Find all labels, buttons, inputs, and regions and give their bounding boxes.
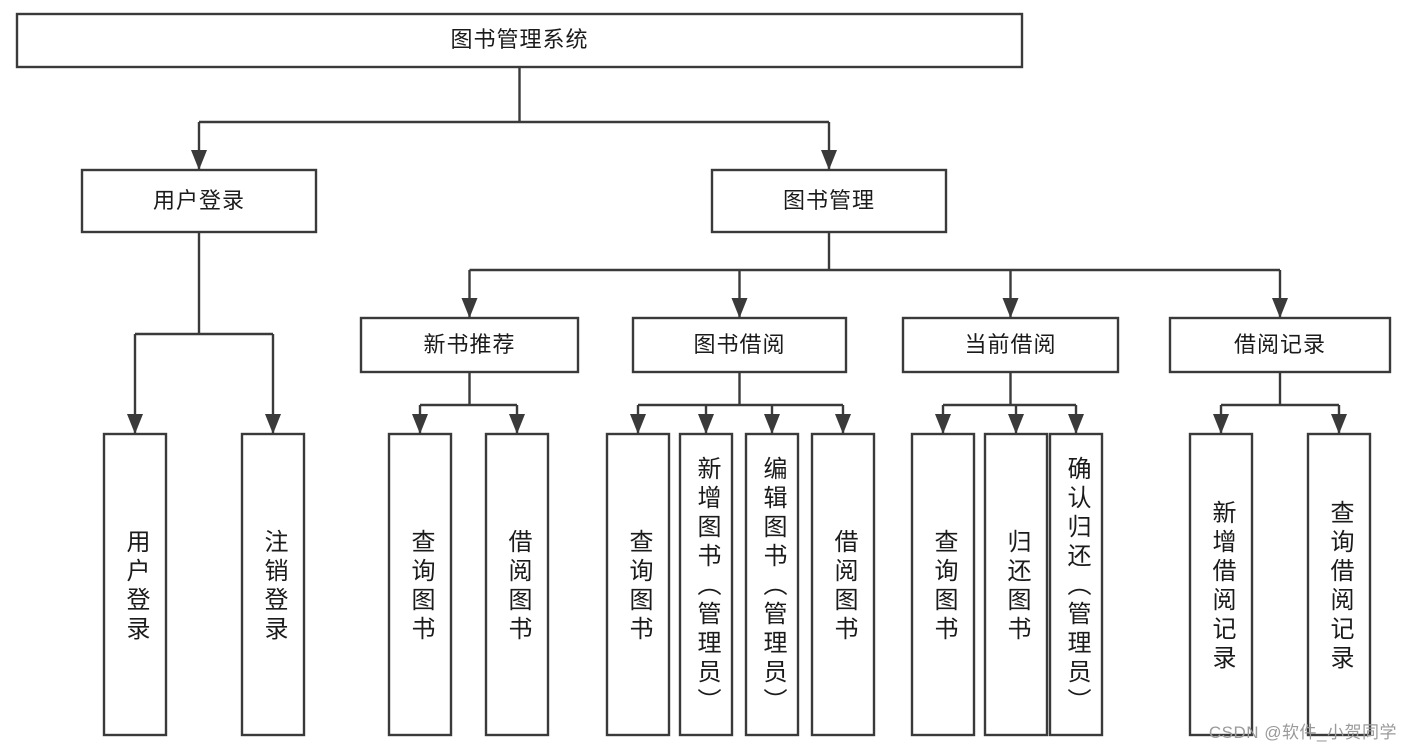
arrow-head-leaf_12 xyxy=(1331,414,1347,434)
arrow-head-leaf_8 xyxy=(935,414,951,434)
node-box-leaf_0 xyxy=(102,432,168,737)
arrow-head-leaf_3 xyxy=(509,414,525,434)
connector-lines-layer xyxy=(127,67,1347,434)
node-box-leaf_1 xyxy=(240,432,306,737)
node-box-l2_1 xyxy=(710,168,948,234)
node-box-l3_1 xyxy=(631,316,848,374)
arrow-head-leaf_10 xyxy=(1068,414,1084,434)
node-box-l3_0 xyxy=(359,316,580,374)
arrow-head-leaf_6 xyxy=(764,414,780,434)
arrow-head-l3_1 xyxy=(731,298,748,318)
arrow-head-l2_1 xyxy=(821,150,837,170)
node-box-leaf_7 xyxy=(810,432,876,737)
arrow-head-l3_2 xyxy=(1002,298,1019,318)
arrow-head-leaf_5 xyxy=(698,414,714,434)
node-box-leaf_2 xyxy=(387,432,453,737)
node-box-leaf_12 xyxy=(1306,432,1372,737)
node-box-leaf_4 xyxy=(605,432,671,737)
arrow-head-leaf_0 xyxy=(127,414,143,434)
arrow-head-l3_3 xyxy=(1272,298,1288,318)
arrow-head-leaf_9 xyxy=(1008,414,1024,434)
arrow-head-leaf_2 xyxy=(412,414,428,434)
node-box-leaf_10 xyxy=(1048,432,1104,737)
node-box-leaf_6 xyxy=(744,432,800,737)
node-box-leaf_9 xyxy=(983,432,1049,737)
node-box-leaf_5 xyxy=(678,432,734,737)
arrow-head-l2_0 xyxy=(191,150,207,170)
arrow-head-leaf_7 xyxy=(835,414,851,434)
node-box-l2_0 xyxy=(80,168,318,234)
node-box-l3_3 xyxy=(1168,316,1392,374)
node-box-leaf_11 xyxy=(1188,432,1254,737)
watermark-text: CSDN @软件_小贺同学 xyxy=(1208,723,1397,742)
arrow-head-l3_0 xyxy=(461,298,478,318)
node-boxes-layer xyxy=(15,12,1392,737)
arrow-head-leaf_11 xyxy=(1213,414,1229,434)
arrow-head-leaf_4 xyxy=(630,414,646,434)
node-box-l3_2 xyxy=(901,316,1120,374)
node-box-leaf_8 xyxy=(910,432,976,737)
arrow-head-leaf_1 xyxy=(265,414,281,434)
node-box-root xyxy=(15,12,1024,69)
node-box-leaf_3 xyxy=(484,432,550,737)
